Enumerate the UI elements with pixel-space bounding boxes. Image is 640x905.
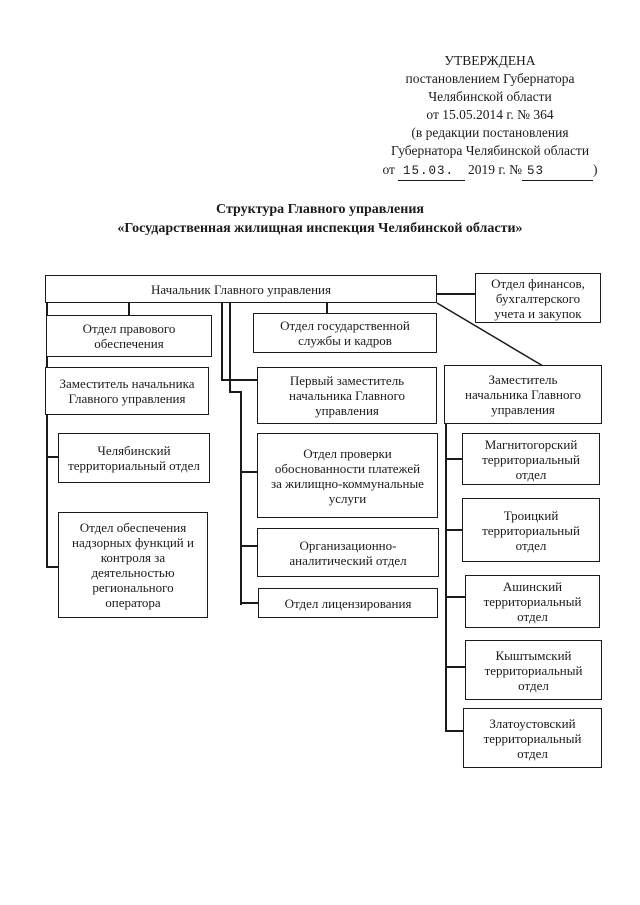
connector-nadzor-stub (46, 566, 60, 568)
approval-line: Челябинской области (428, 89, 552, 104)
connector-left-spine (46, 302, 48, 568)
org-box-label: Златоустовский территориальный отдел (483, 715, 582, 761)
connector-analit-stub (240, 545, 258, 547)
connector-magnitogorsky-stub (445, 458, 463, 460)
org-box-label: Организационно- аналитический отдел (289, 537, 407, 568)
org-box-label: Кыштымский территориальный отдел (484, 647, 583, 693)
approval-line: (в редакции постановления (411, 125, 569, 140)
approval-line: Губернатора Челябинской области (390, 143, 590, 158)
org-box-label: Троицкий территориальный отдел (482, 507, 580, 553)
org-box-label: Ашинский территориальный отдел (483, 579, 582, 624)
org-box-label: Отдел лицензирования (284, 595, 412, 611)
connector-ashinsky-stub (445, 596, 466, 598)
connector-proverki-stub (240, 471, 258, 473)
title-line-2: «Государственная жилищная инспекция Челя… (117, 221, 523, 236)
connector-center-spine-a (221, 302, 223, 381)
org-box-perviy-zam: Первый заместитель начальника Главного у… (257, 367, 437, 424)
org-box-otdel-licenzirovaniya: Отдел лицензирования (258, 588, 438, 618)
org-box-otdel-gossluzhby: Отдел государственной службы и кадров (253, 313, 437, 353)
approval-line: УТВЕРЖДЕНА (444, 53, 536, 68)
org-box-label: Отдел финансов, бухгалтерского учета и з… (491, 275, 585, 321)
org-box-otdel-finansov: Отдел финансов, бухгалтерского учета и з… (475, 273, 601, 323)
connector-right-spine (445, 423, 447, 732)
org-box-ashinsky: Ашинский территориальный отдел (465, 575, 600, 628)
org-box-label: Челябинский территориальный отдел (68, 443, 200, 473)
org-box-label: Отдел обеспечения надзорных функций и ко… (72, 520, 194, 610)
org-box-label: Начальник Главного управления (151, 281, 331, 297)
connector-finansov-link (437, 293, 475, 295)
org-box-otdel-nadzora: Отдел обеспечения надзорных функций и ко… (58, 512, 208, 618)
approval-last-suffix: ) (593, 162, 598, 177)
approval-line: постановлением Губернатора (405, 71, 575, 86)
org-box-zam-left: Заместитель начальника Главного управлен… (45, 367, 209, 415)
connector-center-branch-spine (240, 391, 242, 605)
org-box-otdel-proverki: Отдел проверки обоснованности платежей з… (257, 433, 438, 518)
connector-gossluzhby-stub (326, 302, 328, 314)
connector-zlatoustovsky-stub (445, 730, 464, 732)
connector-kyshtymsky-stub (445, 666, 466, 668)
org-box-label: Заместитель начальника Главного управлен… (465, 372, 581, 417)
org-box-magnitogorsky: Магнитогорский территориальный отдел (462, 433, 600, 485)
approval-stamp: УТВЕРЖДЕНА постановлением Губернатора Че… (340, 52, 640, 181)
connector-perviy-zam-stub (221, 379, 258, 381)
connector-center-elbow (229, 391, 241, 393)
org-box-nachalnik: Начальник Главного управления (45, 275, 437, 303)
org-box-zam-right: Заместитель начальника Главного управлен… (444, 365, 602, 424)
org-box-kyshtymsky: Кыштымский территориальный отдел (465, 640, 602, 700)
approval-date-fill: 15.03. (397, 162, 465, 181)
title-line-1: Структура Главного управления (216, 202, 424, 217)
org-box-chelyabinsky: Челябинский территориальный отдел (58, 433, 210, 483)
approval-last-prefix: от (382, 162, 395, 177)
approval-number-fill: 53 (522, 162, 593, 181)
org-box-zlatoustovsky: Златоустовский территориальный отдел (463, 708, 602, 768)
connector-troitsky-stub (445, 529, 463, 531)
org-box-label: Отдел государственной службы и кадров (280, 318, 410, 348)
org-box-label: Магнитогорский территориальный отдел (482, 436, 580, 482)
org-box-org-analit: Организационно- аналитический отдел (257, 528, 439, 577)
document-title: Структура Главного управления «Государст… (0, 200, 640, 238)
org-box-label: Первый заместитель начальника Главного у… (289, 373, 405, 418)
org-box-troitsky: Троицкий территориальный отдел (462, 498, 600, 562)
org-box-otdel-pravovogo: Отдел правового обеспечения (46, 315, 212, 357)
connector-pravovogo-stub (128, 302, 130, 316)
connector-center-spine-b (229, 302, 231, 393)
connector-chelyabinsky-stub (46, 456, 60, 458)
approval-line: от 15.05.2014 г. № 364 (426, 107, 554, 122)
approval-last-middle: 2019 г. № (467, 162, 522, 177)
org-box-label: Заместитель начальника Главного управлен… (59, 376, 195, 406)
org-box-label: Отдел проверки обоснованности платежей з… (271, 445, 424, 506)
connector-licenz-stub (240, 602, 259, 604)
org-box-label: Отдел правового обеспечения (82, 321, 176, 351)
